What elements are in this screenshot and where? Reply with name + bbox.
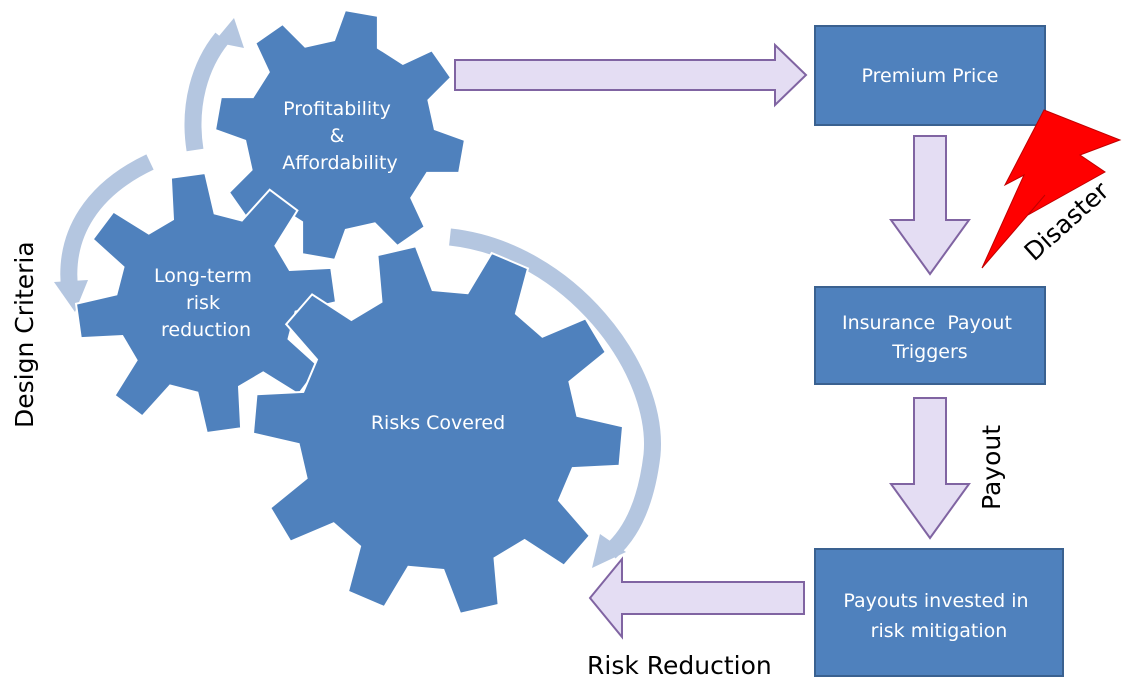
gear-risks-covered: Risks Covered (251, 245, 625, 615)
arrow-triggers-to-invested (889, 397, 971, 540)
box-premium-price: Premium Price (814, 25, 1046, 126)
lightning-bolt-icon (981, 109, 1122, 269)
box-triggers-shape (814, 286, 1046, 385)
cycle-arrow-top (184, 18, 244, 152)
box-premium-price-shape (814, 25, 1046, 126)
box-invested-label: Payouts invested in risk mitigation (843, 590, 1034, 642)
gear-risks-shape (251, 245, 625, 615)
gear-profitability-line-2: & (330, 125, 345, 147)
box-invested-shape (814, 548, 1064, 677)
box-triggers-line-2: Triggers (891, 341, 967, 363)
label-design-criteria: Design Criteria (10, 241, 39, 428)
box-insurance-payout-triggers: Insurance Payout Triggers (814, 286, 1046, 385)
gear-risks-line-1: Risks Covered (371, 412, 505, 434)
box-premium-price-line-1: Premium Price (862, 65, 999, 87)
gear-profitability-label: Profitability & Affordability (282, 98, 397, 174)
cycle-arrow-left (54, 154, 154, 312)
gear-long-term-line-3: reduction (161, 319, 251, 341)
gear-risks-label: Risks Covered (371, 412, 505, 434)
box-premium-price-label: Premium Price (862, 65, 999, 87)
cycle-arrow-right (449, 228, 661, 568)
arrow-risk-reduction (588, 556, 805, 640)
arrow-to-premium-price (454, 42, 808, 108)
arrow-premium-to-triggers (889, 135, 971, 276)
box-payouts-invested: Payouts invested in risk mitigation (814, 548, 1064, 677)
gear-long-term-risk-reduction: Long-term risk reduction (74, 171, 338, 435)
gear-long-term-line-2: risk (186, 292, 220, 314)
gear-profitability-line-1: Profitability (283, 98, 391, 120)
gear-profitability-line-3: Affordability (282, 152, 397, 174)
box-invested-line-1: Payouts invested in (843, 590, 1028, 612)
gear-long-term-label: Long-term risk reduction (154, 265, 258, 341)
label-risk-reduction: Risk Reduction (587, 651, 772, 680)
label-payout: Payout (977, 425, 1006, 510)
box-triggers-line-1: Insurance Payout (842, 312, 1012, 334)
box-invested-line-2: risk mitigation (871, 620, 1008, 642)
gear-long-term-line-1: Long-term (154, 265, 252, 287)
box-triggers-label: Insurance Payout Triggers (842, 312, 1018, 363)
